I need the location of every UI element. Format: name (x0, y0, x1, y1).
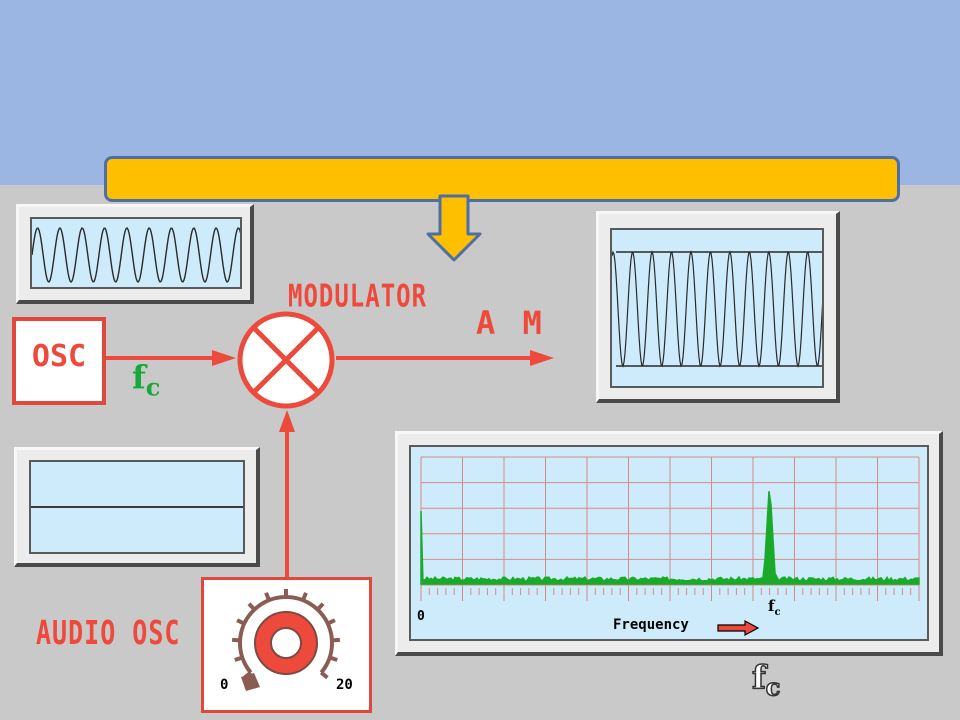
am-scope-screen (610, 228, 824, 388)
dial-tick (247, 602, 256, 611)
mixer-x-circle-icon (237, 311, 335, 409)
dial-tick (301, 592, 308, 601)
dial-max-label: 20 (336, 677, 353, 693)
carrier-scope-screen (30, 217, 242, 289)
carrier-waveform (32, 227, 240, 284)
dial-tick (234, 655, 243, 662)
osc-label: OSC (31, 339, 87, 374)
tick-label-fc: fc (768, 597, 781, 618)
audio-flat-trace (31, 506, 243, 508)
carrier-oscillator: OSC (12, 317, 106, 405)
tick-label-zero: 0 (417, 609, 425, 624)
frequency-dial[interactable] (216, 585, 356, 707)
am-waveform (612, 250, 822, 368)
dial-tick (326, 618, 336, 626)
carrier-sine-line (32, 227, 240, 284)
fc-bottom-label: fc (751, 657, 781, 703)
fc-carrier-label: fc (132, 358, 160, 401)
dial-scale-arc (238, 595, 334, 674)
tick-label-fc-sub: c (774, 607, 781, 618)
sky-background (0, 0, 960, 185)
down-arrow-icon (426, 194, 482, 262)
frequency-label: Frequency (613, 617, 689, 633)
am-label: A M (476, 304, 546, 342)
spectrum-plot (420, 456, 920, 601)
title-banner (104, 156, 900, 202)
dial-tick (319, 671, 329, 680)
fc-bottom-f: f (751, 657, 766, 697)
fc-bottom-sub: c (765, 672, 781, 703)
audio-osc-label: AUDIO OSC (36, 614, 181, 652)
dial-min-label: 0 (220, 677, 229, 693)
spectrum-series-line (420, 491, 920, 585)
fc-carrier-sub: c (145, 372, 161, 402)
dial-tick (329, 655, 338, 662)
am-carrier-line (612, 250, 822, 368)
dial-tick (236, 618, 246, 626)
dial-tick (264, 592, 271, 601)
right-arrow-icon (717, 619, 760, 637)
tick-label-fc-f: f (768, 597, 775, 615)
audio-oscillator (201, 577, 372, 713)
spectrum-screen: 0 fc Frequency (409, 445, 929, 641)
fc-carrier-f: f (132, 358, 146, 396)
modulator-label: MODULATOR (288, 278, 428, 315)
dial-tick (316, 602, 325, 611)
audio-scope-screen (29, 460, 245, 554)
